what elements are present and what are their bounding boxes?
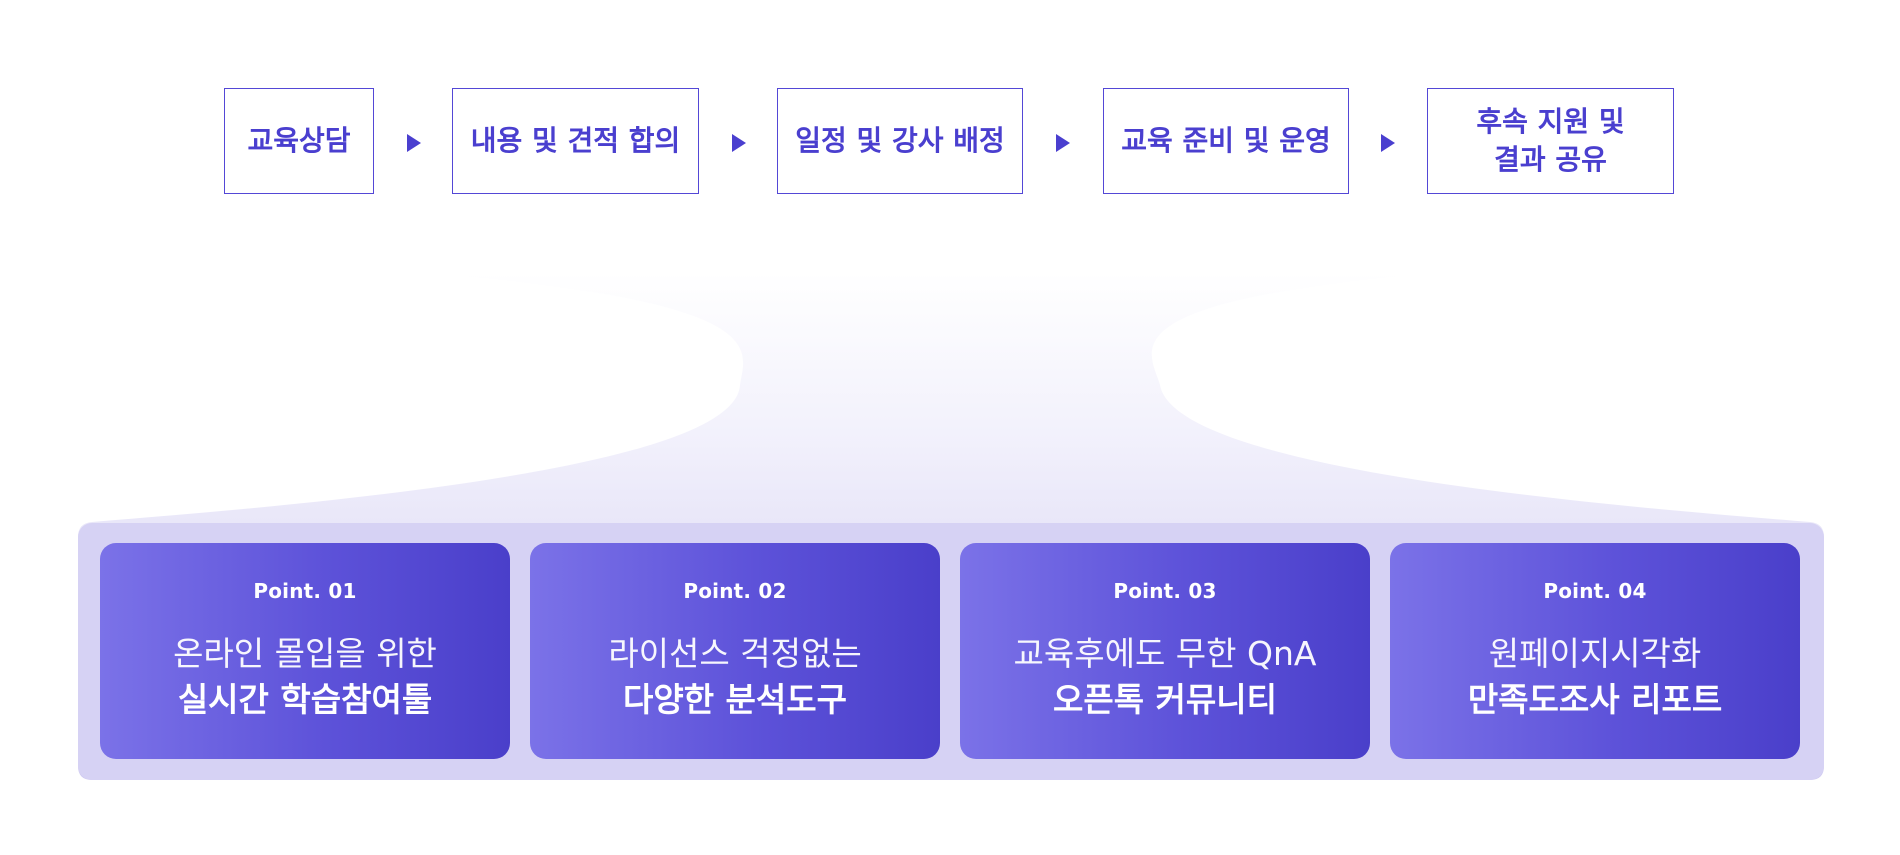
cards-tray [78,523,1824,780]
point-title: 오픈톡 커뮤니티 [1052,680,1277,719]
point-badge: Point. 03 [1113,579,1217,603]
step-operation: 교육 준비 및 운영 [1103,88,1349,194]
step-agreement: 내용 및 견적 합의 [452,88,699,194]
arrow-right-icon [1381,134,1395,152]
step-label: 후속 지원 및 결과 공유 [1476,105,1625,176]
point-badge: Point. 02 [683,579,787,603]
point-subtitle: 라이선스 걱정없는 [608,634,862,673]
point-card-04: Point. 04 원페이지시각화 만족도조사 리포트 [1390,543,1800,759]
step-label: 교육상담 [247,124,351,157]
step-label: 내용 및 견적 합의 [470,124,681,157]
point-card-01: Point. 01 온라인 몰입을 위한 실시간 학습참여툴 [100,543,510,759]
point-card-03: Point. 03 교육후에도 무한 QnA 오픈톡 커뮤니티 [960,543,1370,759]
arrow-right-icon [1056,134,1070,152]
step-label: 교육 준비 및 운영 [1121,124,1331,157]
point-badge: Point. 04 [1543,579,1647,603]
arrow-right-icon [732,134,746,152]
step-label: 일정 및 강사 배정 [795,124,1005,157]
point-card-02: Point. 02 라이선스 걱정없는 다양한 분석도구 [530,543,940,759]
point-subtitle: 원페이지시각화 [1488,634,1702,673]
point-subtitle: 온라인 몰입을 위한 [173,634,437,673]
point-badge: Point. 01 [253,579,357,603]
step-scheduling: 일정 및 강사 배정 [777,88,1023,194]
point-subtitle: 교육후에도 무한 QnA [1013,634,1317,673]
arrow-right-icon [407,134,421,152]
point-title: 실시간 학습참여툴 [177,680,433,719]
process-flow: 교육상담 내용 및 견적 합의 일정 및 강사 배정 교육 준비 및 운영 후속… [0,0,1900,220]
point-title: 다양한 분석도구 [622,680,847,719]
step-followup: 후속 지원 및 결과 공유 [1427,88,1674,194]
point-title: 만족도조사 리포트 [1467,680,1723,719]
step-consultation: 교육상담 [224,88,374,194]
